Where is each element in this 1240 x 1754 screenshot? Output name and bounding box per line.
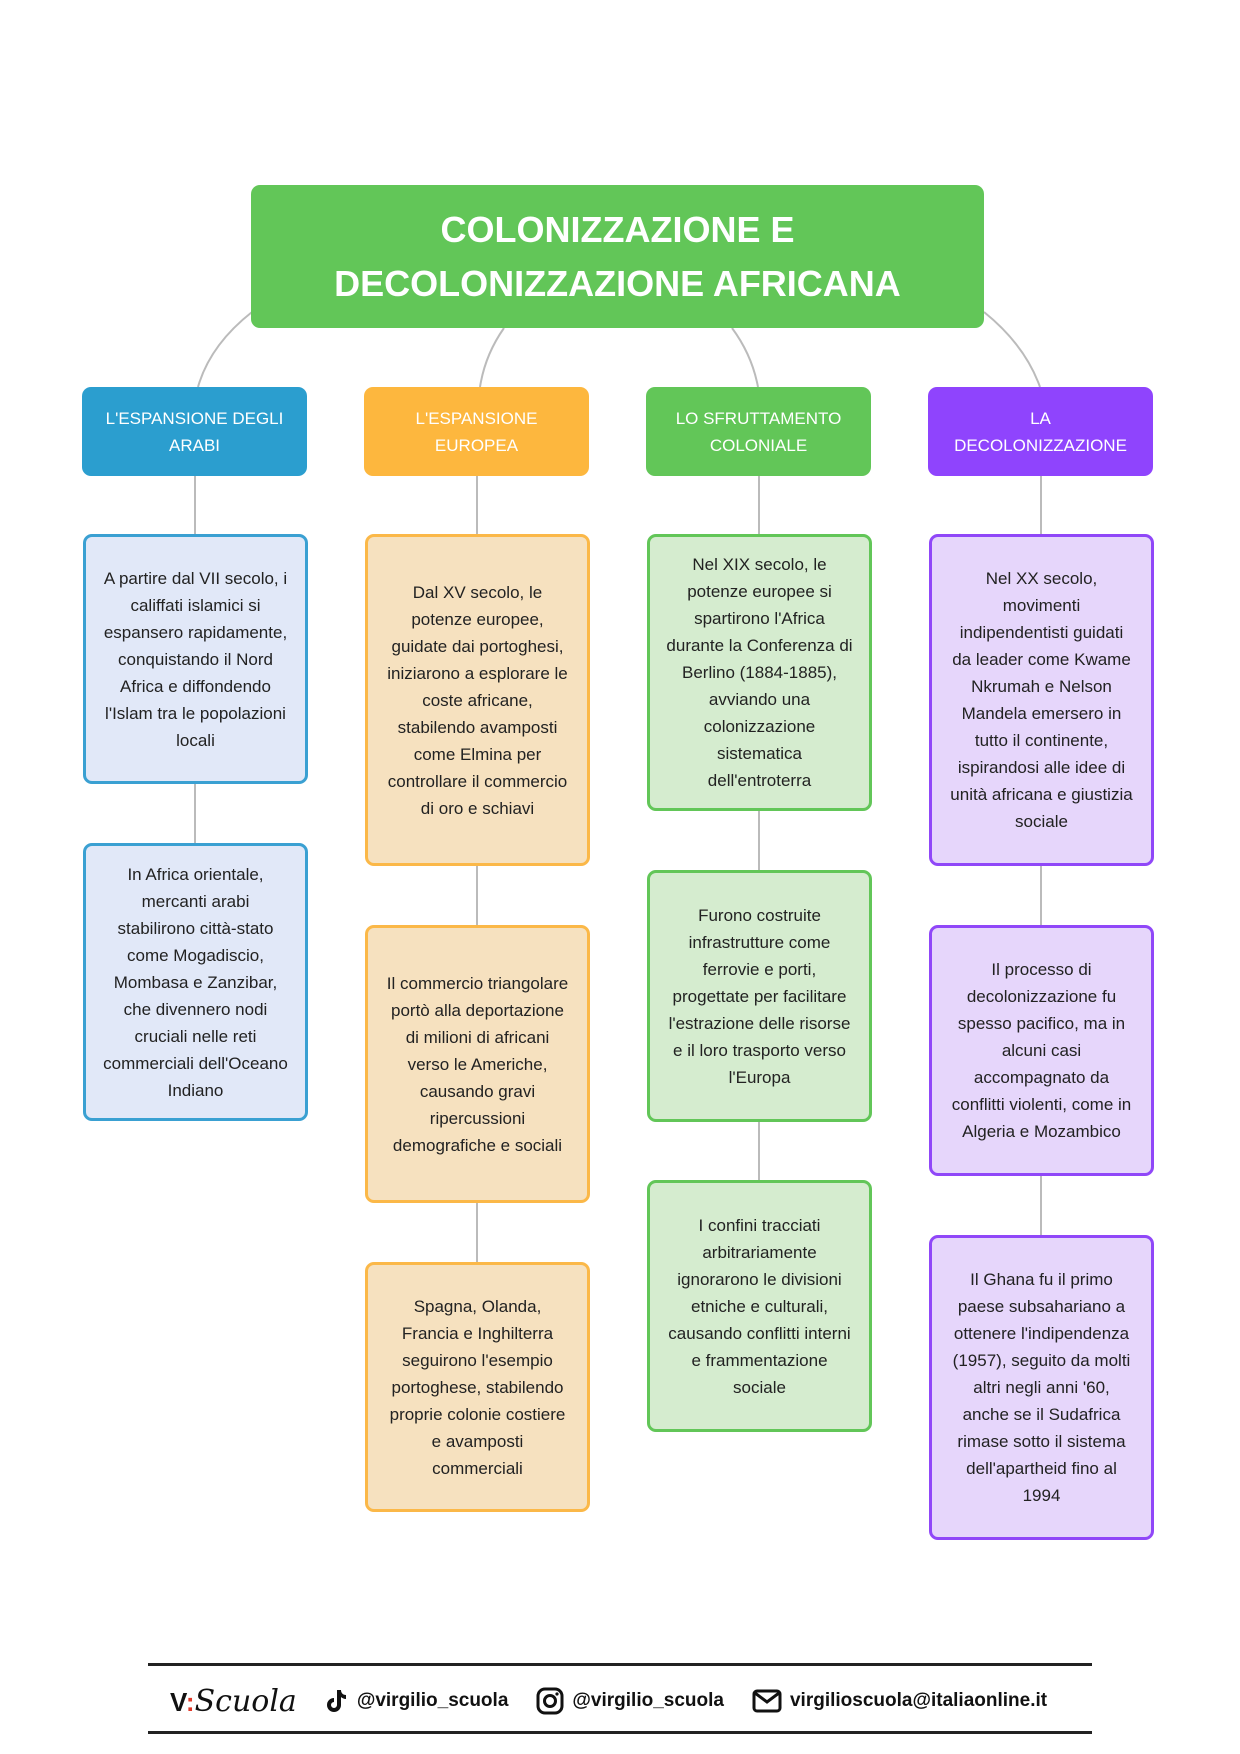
category-sfruttamento: LO SFRUTTAMENTO COLONIALE: [646, 387, 871, 476]
tiktok-icon: [326, 1690, 346, 1712]
email-address: virgilioscuola@italiaonline.it: [789, 1690, 1048, 1711]
virgilio-scuola-logo: V:Scuola: [170, 1683, 297, 1719]
node-text: Nel XIX secolo, le potenze europee si sp…: [647, 534, 872, 811]
node-text: I confini tracciati arbitrariamente igno…: [647, 1180, 872, 1432]
node-text: Il commercio triangolare portò alla depo…: [365, 925, 590, 1203]
tiktok-handle: @virgilio_scuola: [356, 1690, 509, 1711]
instagram-icon: [536, 1687, 564, 1715]
footer-divider-bottom: [148, 1731, 1092, 1734]
node-text: Il processo di decolonizzazione fu spess…: [929, 925, 1154, 1176]
node-text: A partire dal VII secolo, i califfati is…: [83, 534, 308, 784]
node-text: Dal XV secolo, le potenze europee, guida…: [365, 534, 590, 866]
root-title: COLONIZZAZIONE E DECOLONIZZAZIONE AFRICA…: [251, 185, 984, 328]
node-text: Furono costruite infrastrutture come fer…: [647, 870, 872, 1122]
node-text: In Africa orientale, mercanti arabi stab…: [83, 843, 308, 1121]
email-link[interactable]: virgilioscuola@italiaonline.it: [752, 1689, 1047, 1713]
footer: V:Scuola @virgilio_scuola @virgilio_scuo…: [170, 1678, 1047, 1724]
node-text: Nel XX secolo, movimenti indipendentisti…: [929, 534, 1154, 866]
node-text: Il Ghana fu il primo paese subsahariano …: [929, 1235, 1154, 1540]
instagram-link[interactable]: @virgilio_scuola: [536, 1687, 724, 1715]
node-text: Spagna, Olanda, Francia e Inghilterra se…: [365, 1262, 590, 1512]
footer-divider-top: [148, 1663, 1092, 1666]
tiktok-link[interactable]: @virgilio_scuola: [325, 1688, 509, 1714]
category-arabi: L'ESPANSIONE DEGLI ARABI: [82, 387, 307, 476]
mail-icon: [752, 1689, 782, 1713]
category-europea: L'ESPANSIONE EUROPEA: [364, 387, 589, 476]
category-decolonizzazione: LA DECOLONIZZAZIONE: [928, 387, 1153, 476]
instagram-handle: @virgilio_scuola: [572, 1690, 724, 1711]
